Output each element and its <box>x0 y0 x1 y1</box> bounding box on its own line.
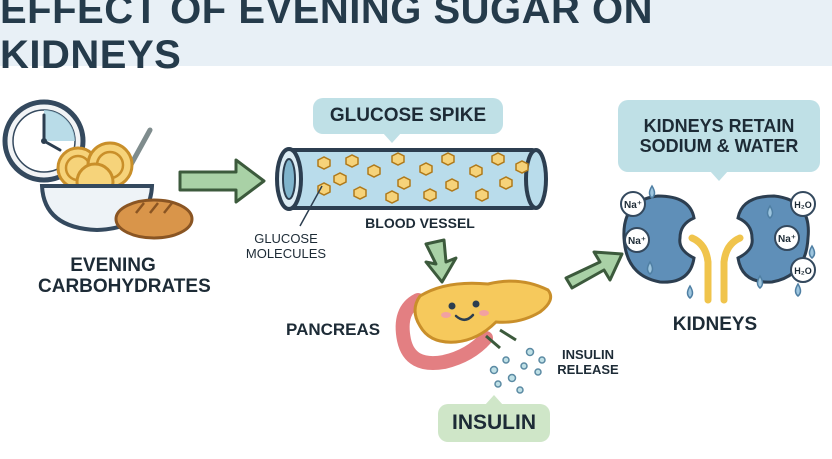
kidneys-retain-callout: KIDNEYS RETAIN SODIUM & WATER <box>618 100 820 172</box>
callout-tail <box>710 171 728 181</box>
arrow-to-vessel <box>180 160 264 202</box>
sodium-ion-2: Na⁺ <box>625 228 649 252</box>
water-molecule-2: H₂O <box>791 258 815 282</box>
pancreas-label: PANCREAS <box>286 320 396 339</box>
insulin-callout: INSULIN <box>438 404 550 442</box>
insulin-release-label: INSULIN RELEASE <box>548 348 628 377</box>
insulin-particles <box>486 330 545 393</box>
sodium-ion-3: Na⁺ <box>775 226 799 250</box>
glucose-spike-label: GLUCOSE SPIKE <box>330 105 486 126</box>
sodium-ion-1: Na⁺ <box>621 192 645 216</box>
svg-text:Na⁺: Na⁺ <box>624 200 642 211</box>
callout-tail <box>485 395 503 405</box>
glucose-spike-callout: GLUCOSE SPIKE <box>313 98 503 134</box>
arrow-to-kidneys <box>566 252 622 288</box>
glucose-molecules-label: GLUCOSE MOLECULES <box>236 232 336 261</box>
bread-icon <box>116 200 192 238</box>
svg-text:Na⁺: Na⁺ <box>778 234 796 245</box>
svg-text:H₂O: H₂O <box>794 266 812 276</box>
kidneys-retain-label: KIDNEYS RETAIN SODIUM & WATER <box>640 116 799 156</box>
svg-text:Na⁺: Na⁺ <box>628 236 646 247</box>
svg-text:H₂O: H₂O <box>794 200 812 210</box>
insulin-label: INSULIN <box>452 411 536 435</box>
arrow-to-pancreas <box>426 240 456 282</box>
blood-vessel-label: BLOOD VESSEL <box>350 216 490 232</box>
kidneys-label: KIDNEYS <box>660 314 770 335</box>
water-molecule-1: H₂O <box>791 192 815 216</box>
callout-tail <box>383 133 401 143</box>
evening-carbohydrates-label: EVENING CARBOHYDRATES <box>38 255 188 298</box>
